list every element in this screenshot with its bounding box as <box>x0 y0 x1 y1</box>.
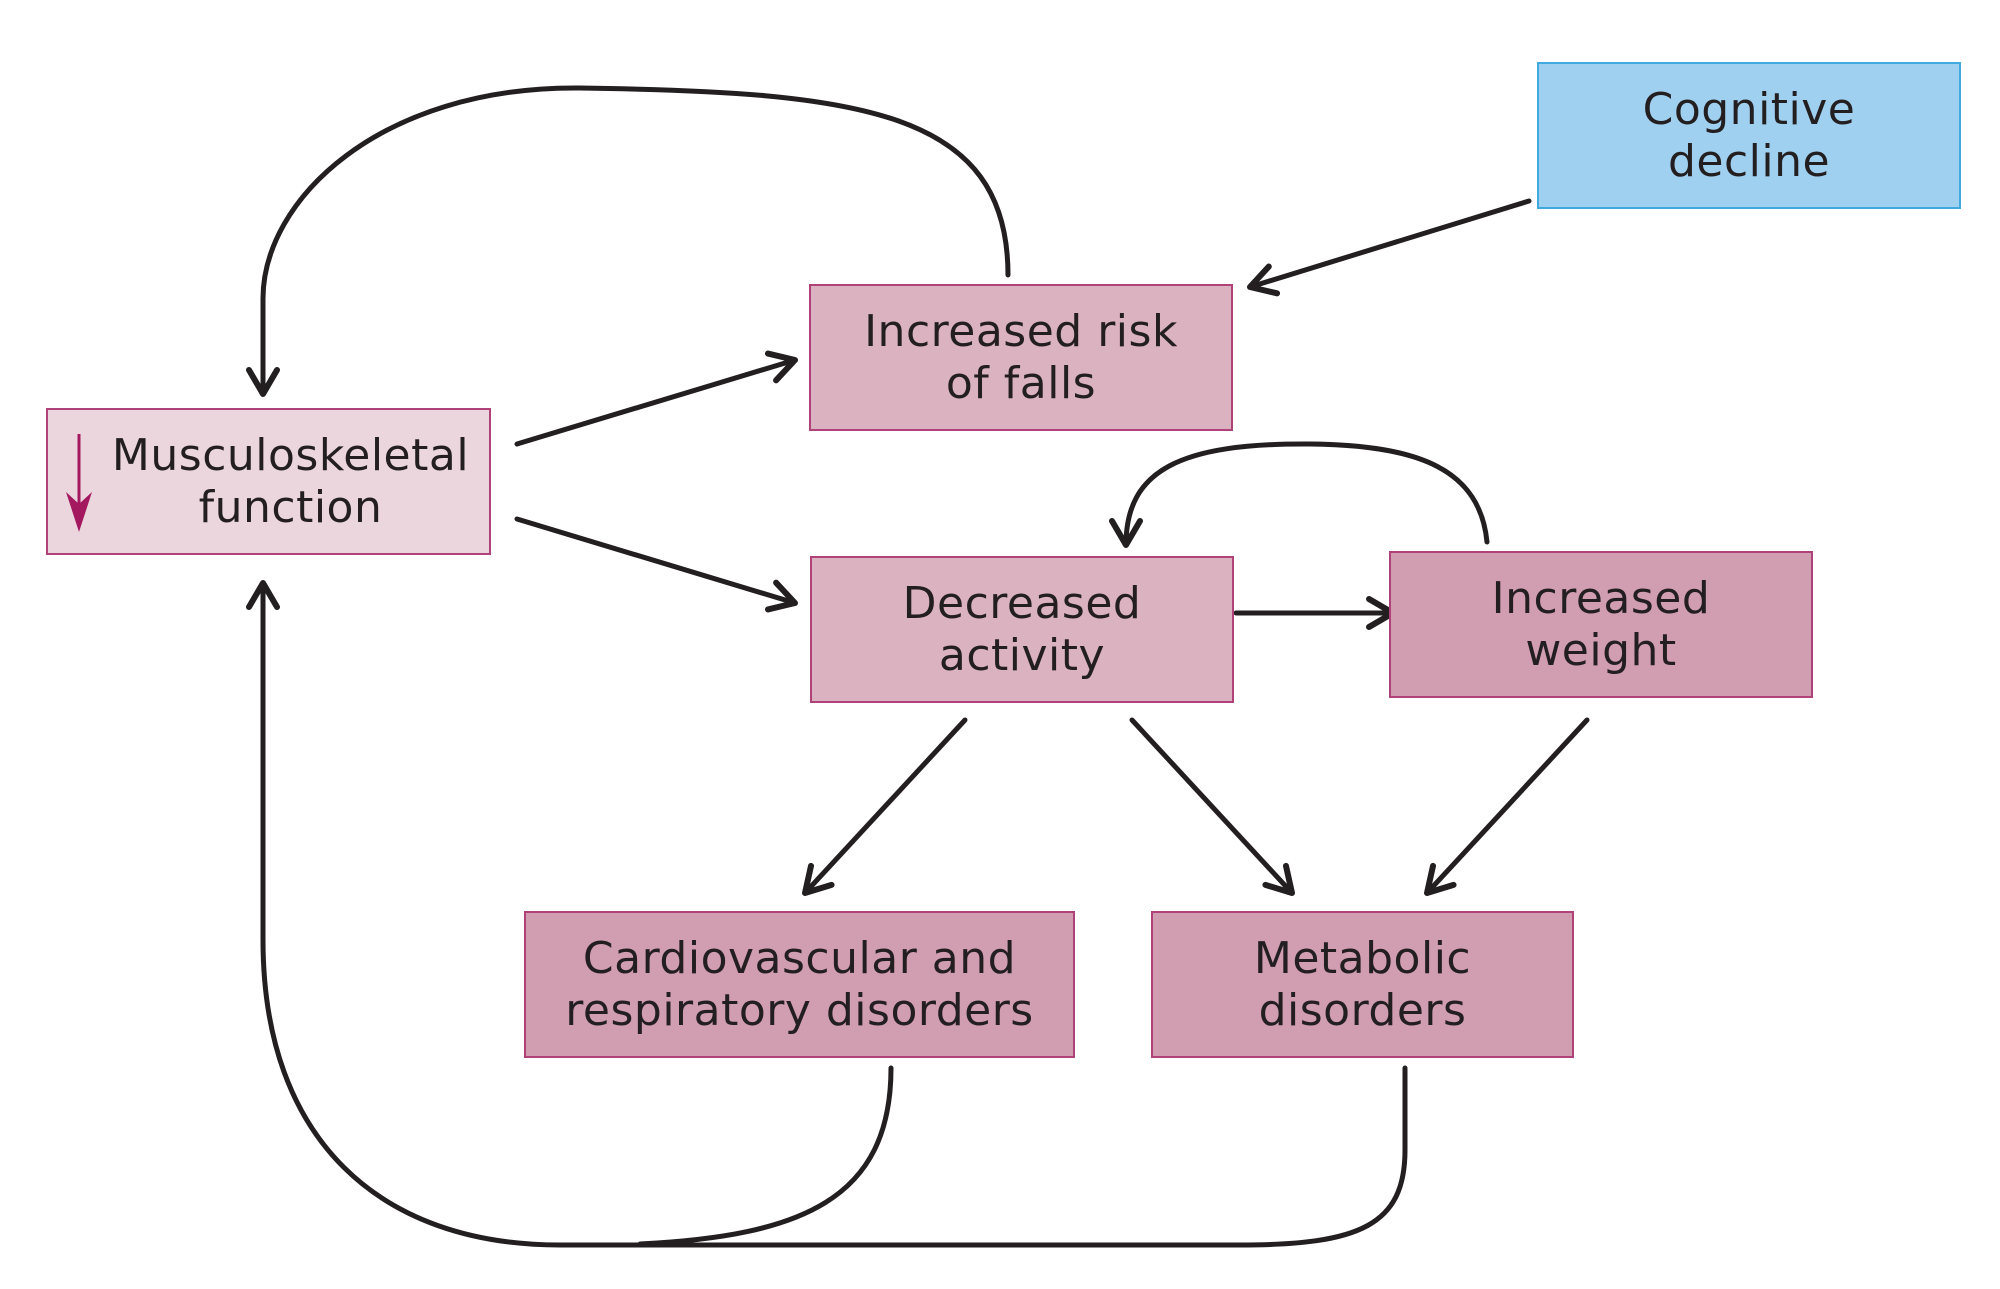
node-label: Metabolic disorders <box>1253 932 1472 1036</box>
edge-activity-to-cardio <box>802 717 968 896</box>
edge-musculo-to-falls <box>514 350 798 447</box>
down-arrow-icon <box>66 434 92 532</box>
edge-weight-to-metabolic <box>1424 717 1590 896</box>
node-label: Musculoskeletal function <box>111 429 470 533</box>
edge-cardio-to-musculo <box>637 1065 894 1247</box>
edge-weight-to-activity <box>1109 441 1490 548</box>
edge-activity-to-metabolic <box>1129 717 1295 896</box>
edge-falls-to-musculo <box>246 85 1011 397</box>
node-label: Decreased activity <box>902 577 1142 681</box>
edge-metabolic-to-musculo <box>246 580 1408 1248</box>
node-label: Cardiovascular and respiratory disorders <box>565 932 1034 1036</box>
node-label: Increased risk of falls <box>864 305 1178 409</box>
node-label: Cognitive decline <box>1642 83 1856 187</box>
node-increased-risk-of-falls: Increased risk of falls <box>809 284 1233 431</box>
node-decreased-activity: Decreased activity <box>810 556 1234 703</box>
node-label: Increased weight <box>1491 572 1711 676</box>
node-musculoskeletal-function: Musculoskeletal function <box>46 408 491 555</box>
node-metabolic-disorders: Metabolic disorders <box>1151 911 1574 1058</box>
node-increased-weight: Increased weight <box>1389 551 1813 698</box>
node-cognitive-decline: Cognitive decline <box>1537 62 1961 209</box>
edge-cognitive-to-falls <box>1247 198 1532 297</box>
node-cardiovascular-respiratory-disorders: Cardiovascular and respiratory disorders <box>524 911 1075 1058</box>
edge-musculo-to-activity <box>514 516 798 613</box>
